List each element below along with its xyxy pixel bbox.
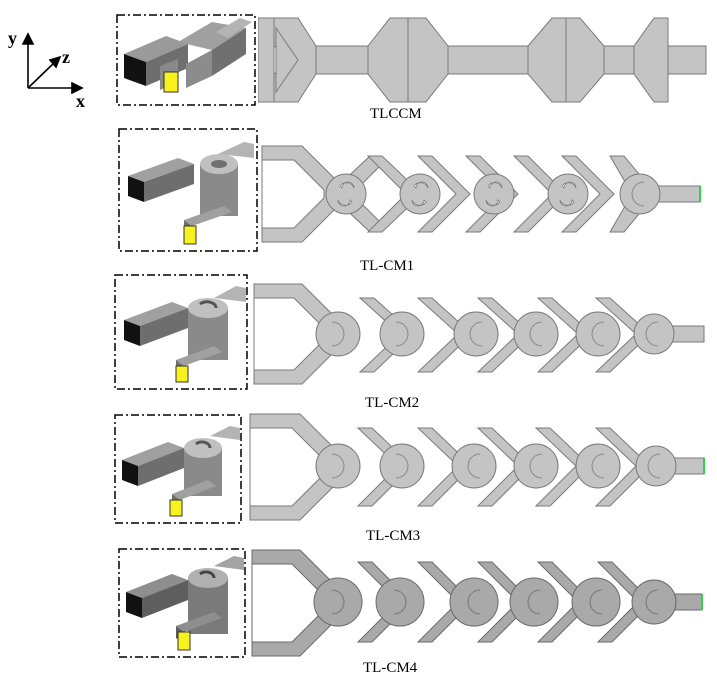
x-axis-label: x xyxy=(76,91,85,110)
coordinate-axes: y z x xyxy=(8,28,85,110)
inset-3d-view-tl-cm2 xyxy=(114,274,248,390)
caption-tlccm: TLCCM xyxy=(370,106,422,122)
caption-tl-cm4: TL-CM4 xyxy=(363,660,418,676)
y-axis-label: y xyxy=(8,28,17,48)
x-axis-arrowhead xyxy=(71,81,84,95)
z-axis-arrow xyxy=(27,61,56,89)
y-axis-arrowhead xyxy=(21,32,35,45)
strip-layout-tl-cm4 xyxy=(251,549,703,657)
strip-layout-tlccm xyxy=(258,17,707,103)
z-axis-label: z xyxy=(62,47,70,67)
strip-layout-tl-cm1 xyxy=(261,145,701,243)
strip-layout-tl-cm3 xyxy=(249,413,705,521)
caption-tl-cm2: TL-CM2 xyxy=(365,395,420,411)
inset-3d-view-tl-cm4 xyxy=(118,548,246,658)
inset-3d-view-tlccm xyxy=(116,14,256,106)
inset-3d-view-tl-cm3 xyxy=(114,414,242,524)
z-axis-arrowhead xyxy=(48,55,62,69)
strip-layout-tl-cm2 xyxy=(253,283,705,385)
inset-3d-view-tl-cm1 xyxy=(118,128,258,252)
caption-tl-cm1: TL-CM1 xyxy=(360,258,415,274)
caption-tl-cm3: TL-CM3 xyxy=(366,528,421,544)
